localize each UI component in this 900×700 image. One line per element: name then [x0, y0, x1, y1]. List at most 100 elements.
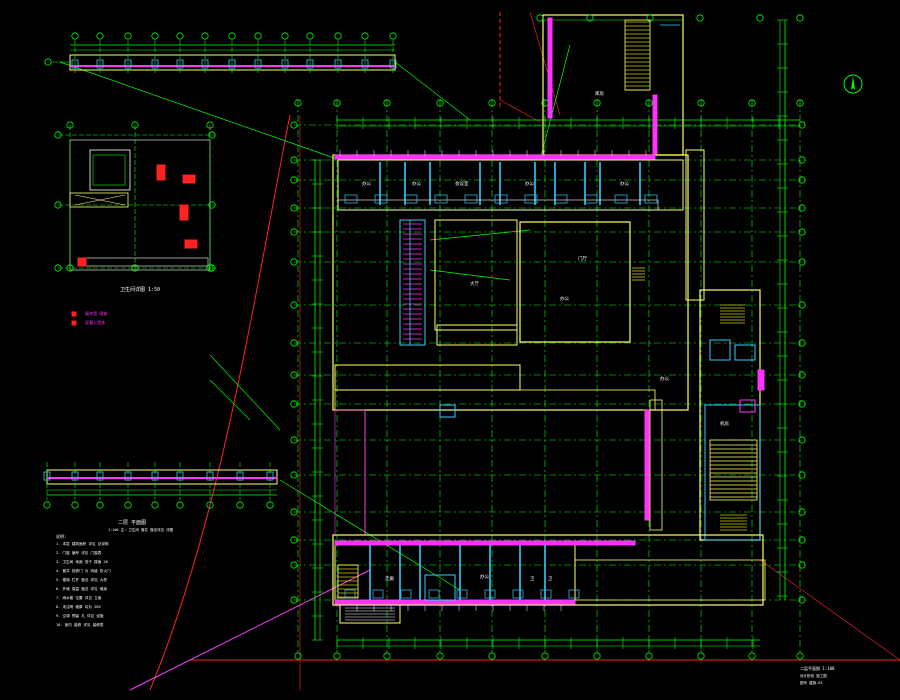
grid-bubble-top: [586, 14, 594, 22]
detail-bubble: [208, 201, 216, 209]
detail-bubble: [208, 131, 216, 139]
grid-bubble-bottom: [697, 652, 705, 660]
door-swing-box: [568, 589, 580, 599]
strip-bubble: [389, 32, 397, 40]
grid-bubble-right: [798, 471, 806, 479]
strip-column: [306, 59, 314, 69]
strip-column: [334, 59, 342, 69]
door-swing-box: [644, 194, 658, 204]
legend-item-2: 混凝土墙体: [85, 319, 105, 325]
strip-bubble: [236, 501, 244, 509]
grid-bubble-bottom: [383, 652, 391, 660]
stair-core: [399, 219, 426, 346]
detail-bubble: [131, 121, 139, 129]
detail-fixture: [182, 174, 196, 184]
entry-steps: [339, 604, 401, 624]
strip-bubble: [96, 32, 104, 40]
room-label: 卫: [530, 576, 535, 582]
stair-outline: [624, 19, 651, 91]
door-swing-box: [494, 194, 508, 204]
grid-bubble-top: [756, 14, 764, 22]
grid-bubble-right: [798, 596, 806, 604]
grid-bubble-right: [798, 371, 806, 379]
upper-block-outline: [332, 154, 689, 411]
note-line: 3. 卫生间 地面 低于 楼面 20: [56, 559, 108, 564]
detail-fixture: [184, 239, 198, 249]
strip-column: [281, 59, 289, 69]
grid-bubble-right: [798, 204, 806, 212]
door-swing-box: [512, 589, 524, 599]
leader-line: [59, 61, 341, 161]
grid-bubble-right: [798, 436, 806, 444]
grid-bubble-bottom: [294, 652, 302, 660]
strip-bubble: [43, 501, 51, 509]
note-line: 9. 空调 预留 孔 详见 设施: [56, 613, 104, 618]
grid-bubble-right: [798, 228, 806, 236]
grid-bubble-left: [290, 301, 298, 309]
detail-bubble: [54, 264, 62, 272]
strip-column: [389, 59, 397, 69]
strip-column: [43, 471, 51, 481]
note-line: 2. 门窗 编号 详见 门窗表: [56, 550, 102, 555]
toilet-box: [709, 339, 731, 361]
door-swing-box: [584, 194, 598, 204]
room-label: 办公: [620, 180, 629, 187]
detail-fixture: [179, 204, 189, 221]
strip-column: [236, 471, 244, 481]
tower-window-wall: [547, 17, 553, 119]
right-wing-stair-box: [704, 404, 761, 541]
door-swing-box: [614, 194, 628, 204]
grid-bubble-left: [290, 471, 298, 479]
grid-bubble-left: [290, 536, 298, 544]
grid-bubble-bottom: [593, 652, 601, 660]
grid-bubble-top: [488, 99, 496, 107]
shaft-box: [439, 404, 456, 418]
grid-bubble-left: [290, 508, 298, 516]
door-swing-box: [540, 589, 552, 599]
right-wing-outline: [699, 289, 761, 541]
grid-bubble-right: [798, 121, 806, 129]
north-arrow-icon: [843, 74, 863, 94]
room-label: 门厅: [578, 255, 587, 262]
grid-bubble-left: [290, 339, 298, 347]
atrium-outline: [519, 221, 631, 343]
leader-line: [429, 269, 511, 281]
right-wing-wall: [685, 149, 705, 301]
strip-bubble: [96, 501, 104, 509]
grid-bubble-right: [798, 561, 806, 569]
grid-bubble-right: [798, 400, 806, 408]
strip-column: [151, 59, 159, 69]
door-swing-box: [404, 194, 418, 204]
strip-bubble-left: [44, 58, 52, 66]
detail-counter: [69, 192, 129, 208]
grid-bubble-bottom: [796, 652, 804, 660]
detail-caption: 卫生间详图 1:50: [120, 286, 160, 293]
grid-bubble-left: [290, 121, 298, 129]
strip-column: [96, 59, 104, 69]
note-line: 8. 未注明 墙厚 均为 200: [56, 604, 101, 609]
room-label: 卫: [548, 576, 553, 582]
strip-column: [201, 59, 209, 69]
strip-bubble: [124, 501, 132, 509]
strip-column: [254, 59, 262, 69]
plan-caption-title: 二层 平面图: [118, 520, 146, 526]
column-strip: [649, 399, 663, 531]
grid-bubble-top: [383, 99, 391, 107]
strip-column: [206, 471, 214, 481]
title-block-line-2: 设计阶段 施工图: [800, 673, 827, 678]
site-boundary-curve: [149, 114, 291, 691]
grid-bubble-bottom: [333, 652, 341, 660]
room-label: 办公: [480, 573, 489, 580]
title-block-line-1: 二层平面图 1:100: [800, 665, 835, 671]
door-swing-box: [428, 589, 440, 599]
room-label: 大厅: [470, 280, 479, 287]
bottom-block-outline: [332, 534, 764, 606]
strip-column: [361, 59, 369, 69]
strip-column: [176, 471, 184, 481]
strip-bubble: [361, 32, 369, 40]
grid-bubble-left: [290, 176, 298, 184]
strip-bubble: [71, 32, 79, 40]
legend-item-1: 填充墙 砌体: [85, 310, 107, 316]
detail-bubble: [54, 131, 62, 139]
window-strip-bottom: [334, 599, 576, 605]
